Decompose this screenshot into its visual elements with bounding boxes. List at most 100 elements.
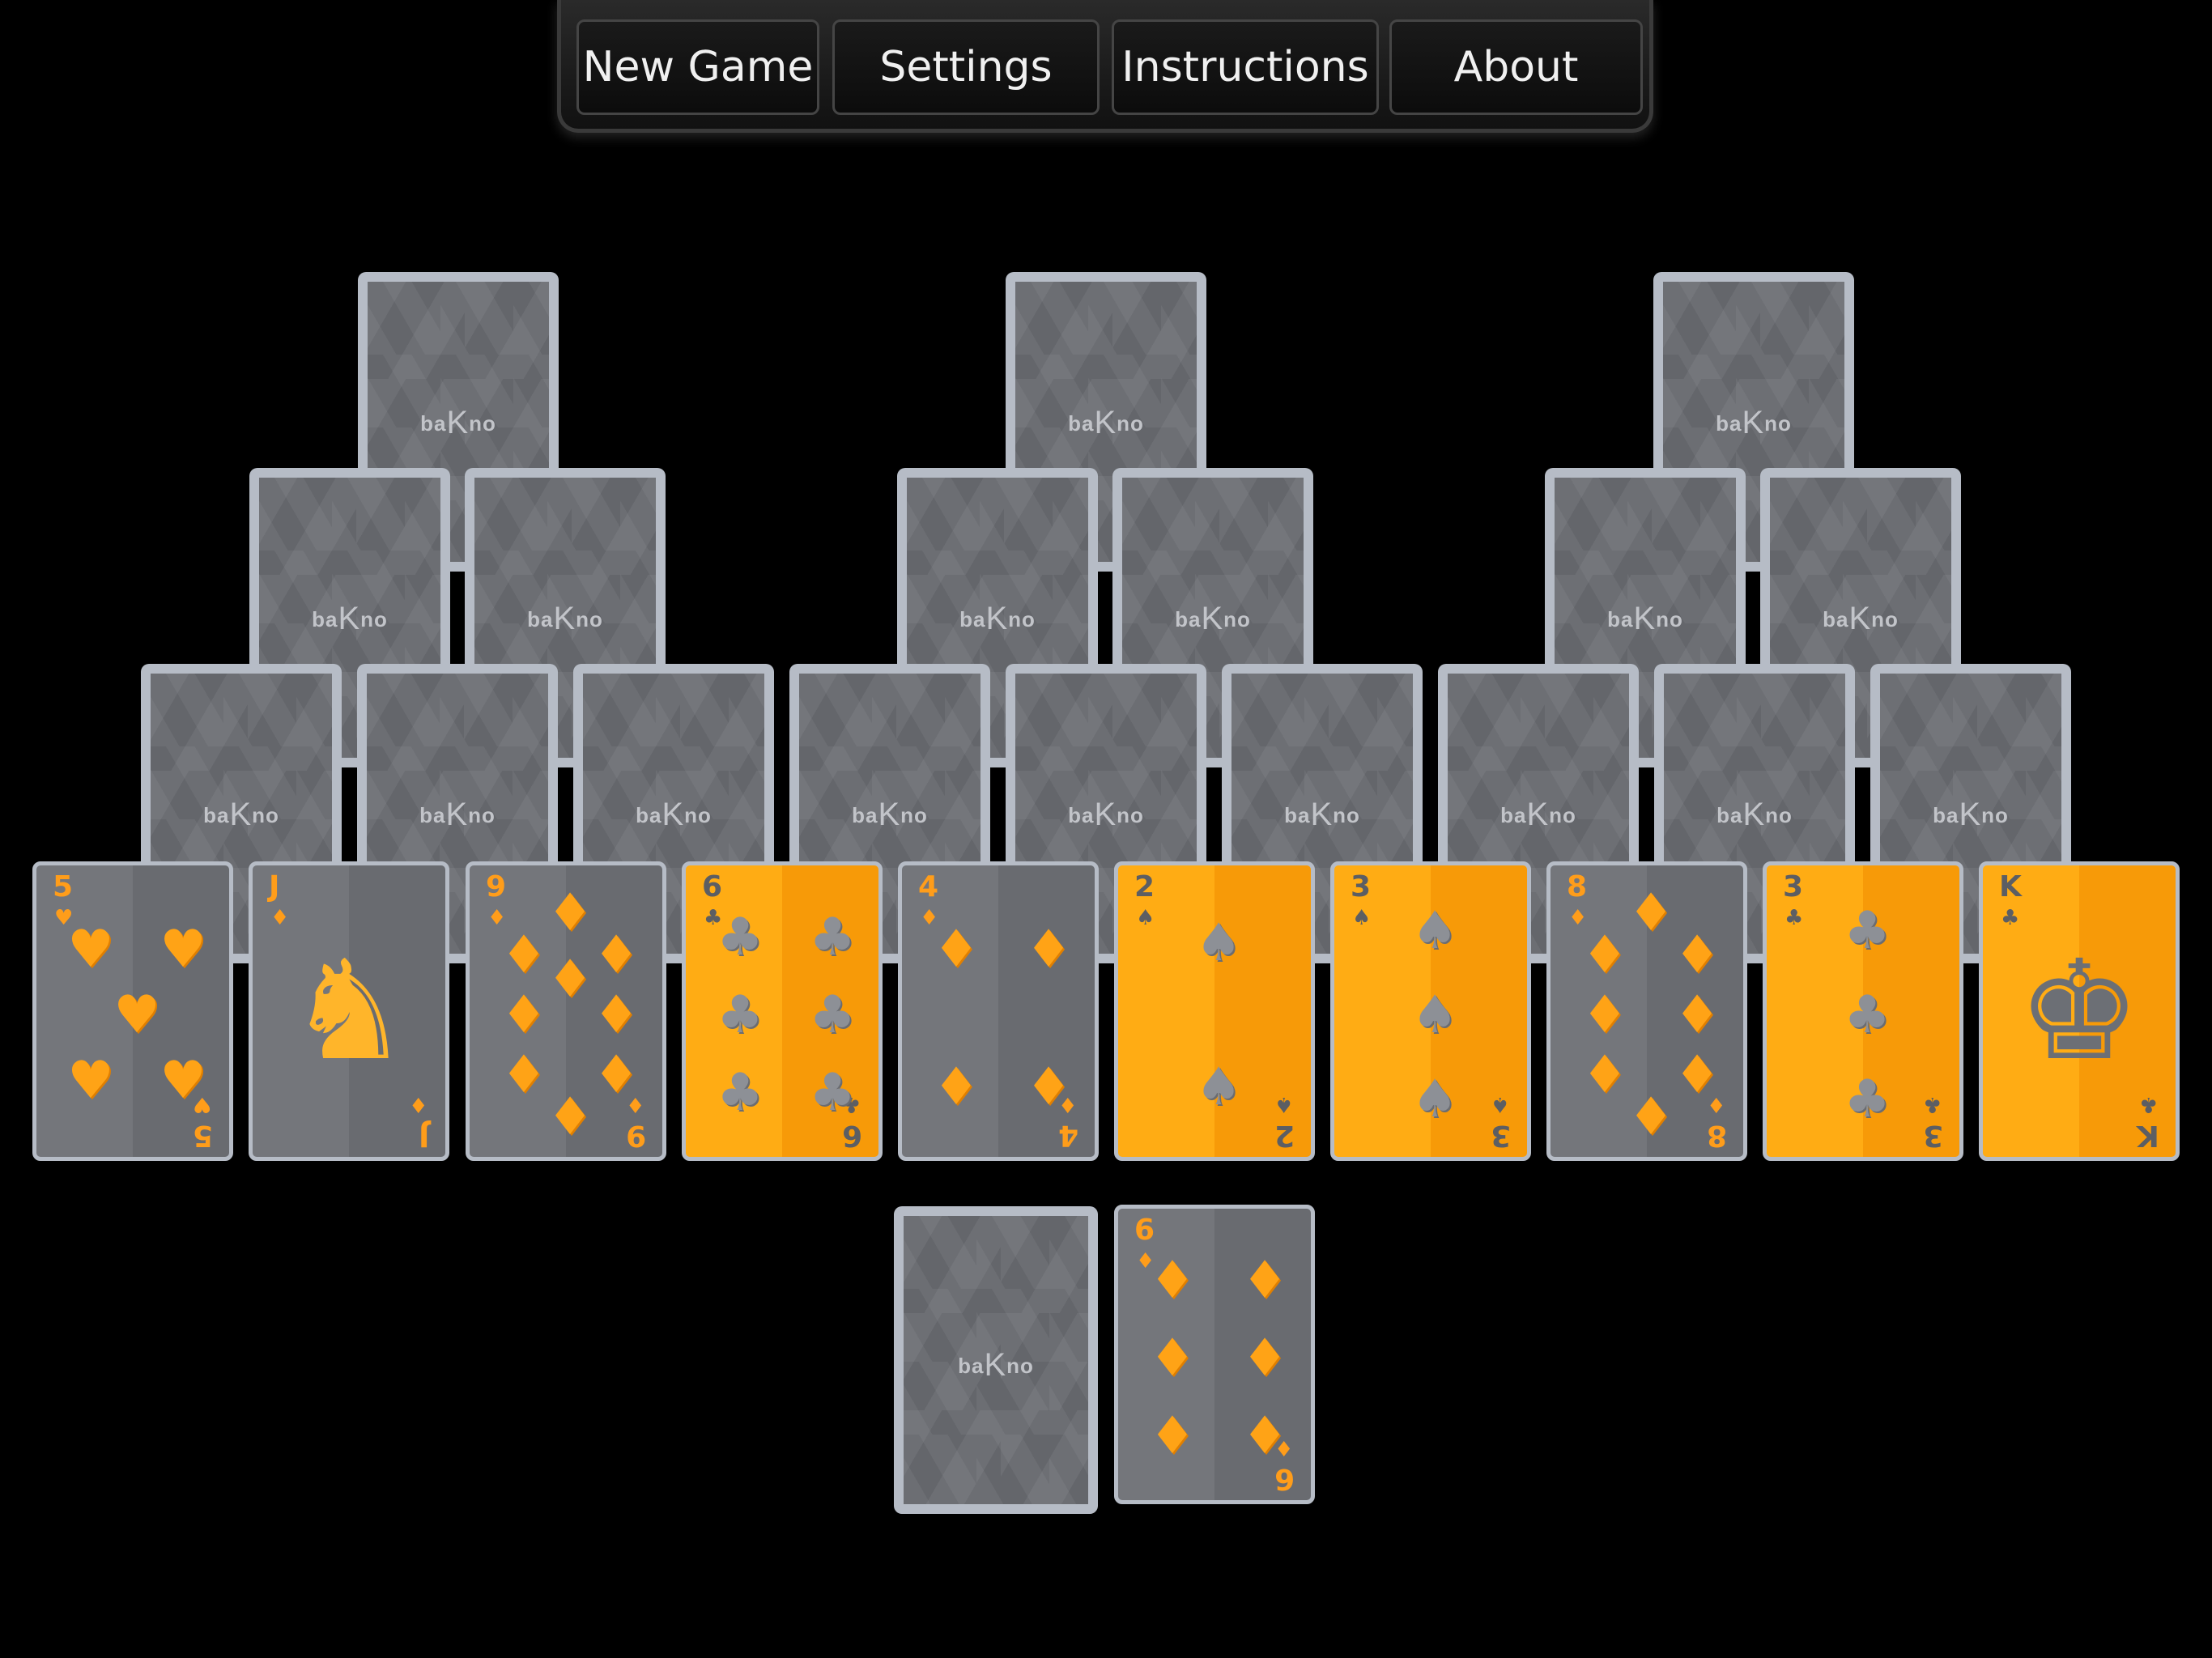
diamond-pip-icon: ♦: [547, 883, 593, 944]
diamond-pip-icon: ♦: [1581, 1045, 1628, 1105]
tableau-card[interactable]: 3♠3♠♠♠♠: [1330, 861, 1531, 1161]
card-rank-label: 5: [192, 1119, 213, 1152]
tableau-card[interactable]: 2♠2♠♠♠: [1114, 861, 1315, 1161]
club-icon: ♣: [1784, 906, 1804, 930]
card-rank-label: J: [269, 870, 280, 903]
card-back-logo: baKno: [1500, 797, 1576, 832]
diamond-pip-icon: ♦: [500, 1045, 547, 1105]
card-back-logo: baKno: [1716, 797, 1793, 832]
card-back-logo: baKno: [1933, 797, 2009, 832]
card-rank-label: 4: [918, 870, 939, 903]
spade-icon: ♠: [1490, 1092, 1509, 1116]
tableau-card[interactable]: K♣K♣♚: [1979, 861, 2180, 1161]
card-rank-label: 6: [1134, 1214, 1155, 1247]
diamond-pip-icon: ♦: [1674, 925, 1721, 985]
about-button[interactable]: About: [1389, 19, 1643, 115]
tableau-card[interactable]: 8♦8♦♦♦♦♦♦♦♦♦: [1546, 861, 1747, 1161]
card-rank-label: J: [418, 1119, 429, 1152]
tableau-card[interactable]: 5♥5♥♥♥♥♥♥: [32, 861, 233, 1161]
diamond-pip-icon: ♦: [1149, 1250, 1196, 1311]
tableau-card[interactable]: J ♦ J ♦♞: [249, 861, 449, 1161]
tableau-card[interactable]: 3♣3♣♣♣♣: [1763, 861, 1963, 1161]
card-back-logo: baKno: [312, 601, 388, 636]
card-rank-label: K: [1999, 870, 2022, 903]
diamond-icon: ♦: [270, 906, 290, 930]
court-figure-icon: ♞: [287, 931, 411, 1091]
diamond-pip-icon: ♦: [933, 1056, 980, 1117]
card-back-logo: baKno: [636, 797, 712, 832]
card-back-logo: baKno: [1068, 797, 1144, 832]
spade-pip-icon: ♠: [1411, 901, 1458, 962]
card-rank-label: 8: [1567, 870, 1588, 903]
diamond-pip-icon: ♦: [547, 949, 593, 1010]
diamond-icon: ♦: [408, 1092, 428, 1116]
tableau-card[interactable]: 4♦4♦♦♦♦♦: [898, 861, 1099, 1161]
card-back-logo: baKno: [1175, 601, 1251, 636]
card-rank-label: 3: [1490, 1119, 1511, 1152]
diamond-pip-icon: ♦: [1241, 1329, 1288, 1388]
diamond-icon: ♦: [487, 906, 507, 930]
card-rank-label: 3: [1922, 1119, 1943, 1152]
diamond-pip-icon: ♦: [1581, 925, 1628, 985]
diamond-pip-icon: ♦: [547, 1086, 593, 1147]
heart-pip-icon: ♥: [113, 985, 160, 1045]
waste-pile-card[interactable]: 6♦6♦♦♦♦♦♦♦: [1114, 1205, 1315, 1504]
card-rank-label: 8: [1706, 1119, 1727, 1152]
diamond-pip-icon: ♦: [1581, 985, 1628, 1045]
spade-pip-icon: ♠: [1411, 985, 1458, 1045]
spade-icon: ♠: [1352, 906, 1372, 930]
heart-pip-icon: ♥: [160, 1051, 206, 1112]
tableau-card-facedown[interactable]: baKno: [1653, 272, 1854, 572]
diamond-pip-icon: ♦: [593, 985, 640, 1045]
spade-pip-icon: ♠: [1411, 1069, 1458, 1129]
card-back-logo: baKno: [527, 601, 603, 636]
heart-pip-icon: ♥: [67, 1051, 114, 1112]
diamond-pip-icon: ♦: [1627, 1086, 1674, 1147]
club-pip-icon: ♣: [1844, 1069, 1891, 1129]
card-rank-label: 2: [1134, 870, 1155, 903]
club-icon: ♣: [704, 906, 723, 930]
card-back-logo: baKno: [852, 797, 928, 832]
tableau-card[interactable]: 6♣6♣♣♣♣♣♣♣: [682, 861, 883, 1161]
club-pip-icon: ♣: [717, 985, 764, 1045]
club-pip-icon: ♣: [809, 907, 856, 967]
card-rank-label: 9: [625, 1119, 646, 1152]
card-back-logo: baKno: [1823, 601, 1899, 636]
diamond-icon: ♦: [1568, 906, 1588, 930]
new-game-button[interactable]: New Game: [576, 19, 819, 115]
card-back-logo: baKno: [1716, 405, 1792, 440]
card-back-logo: baKno: [1284, 797, 1360, 832]
diamond-pip-icon: ♦: [1627, 883, 1674, 944]
diamond-icon: ♦: [920, 906, 939, 930]
instructions-button[interactable]: Instructions: [1112, 19, 1379, 115]
spade-pip-icon: ♠: [1195, 1056, 1242, 1117]
card-back-logo: baKno: [419, 797, 496, 832]
card-back-logo: baKno: [1607, 601, 1683, 636]
card-back-logo: baKno: [958, 1347, 1034, 1383]
card-back-logo: baKno: [203, 797, 279, 832]
club-icon: ♣: [2138, 1092, 2158, 1116]
diamond-pip-icon: ♦: [1025, 1056, 1072, 1117]
diamond-icon: ♦: [1136, 1249, 1155, 1273]
card-rank-label: 5: [53, 870, 74, 903]
diamond-pip-icon: ♦: [500, 925, 547, 985]
club-icon: ♣: [1922, 1092, 1942, 1116]
diamond-pip-icon: ♦: [1241, 1406, 1288, 1467]
tableau-card[interactable]: 9♦9♦♦♦♦♦♦♦♦♦♦: [466, 861, 666, 1161]
card-rank-label: 6: [1274, 1462, 1295, 1495]
card-rank-label: 3: [1783, 870, 1804, 903]
diamond-pip-icon: ♦: [1674, 1045, 1721, 1105]
club-pip-icon: ♣: [1844, 985, 1891, 1045]
settings-button[interactable]: Settings: [832, 19, 1100, 115]
diamond-pip-icon: ♦: [1241, 1250, 1288, 1311]
spade-icon: ♠: [1136, 906, 1155, 930]
club-pip-icon: ♣: [809, 1063, 856, 1124]
spade-icon: ♠: [1274, 1092, 1293, 1116]
club-pip-icon: ♣: [717, 1063, 764, 1124]
card-back-logo: baKno: [420, 405, 496, 440]
diamond-pip-icon: ♦: [593, 925, 640, 985]
diamond-pip-icon: ♦: [500, 985, 547, 1045]
card-rank-label: 9: [486, 870, 507, 903]
diamond-pip-icon: ♦: [1025, 919, 1072, 980]
stock-pile[interactable]: baKno: [894, 1206, 1098, 1514]
